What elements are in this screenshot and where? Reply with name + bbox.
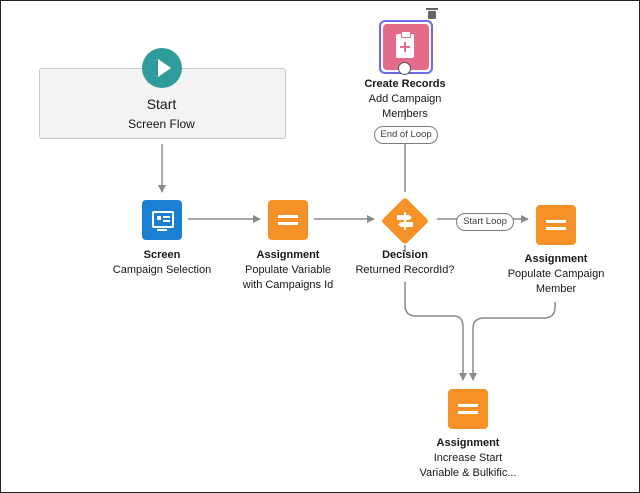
create-records-type: Create Records bbox=[364, 78, 446, 90]
create-records-line1: Add Campaign bbox=[368, 93, 442, 105]
screen-icon[interactable] bbox=[142, 200, 182, 240]
create-records-label: Create Records Add Campaign Members bbox=[345, 77, 465, 122]
screen-node-type: Screen bbox=[143, 249, 181, 261]
screen-node-name: Campaign Selection bbox=[112, 264, 212, 276]
assignment-1-label: Assignment Populate Variable with Campai… bbox=[222, 248, 354, 293]
decision-name: Returned RecordId? bbox=[355, 264, 455, 276]
start-subtitle: Screen Flow bbox=[128, 117, 195, 131]
assignment-3-line2: Variable & Bulkific... bbox=[419, 467, 517, 479]
screen-node-label: Screen Campaign Selection bbox=[102, 248, 222, 278]
create-records-node[interactable] bbox=[379, 20, 433, 74]
decision-glyph-icon bbox=[397, 212, 413, 230]
assignment-3-type: Assignment bbox=[436, 437, 500, 449]
assignment-icon[interactable] bbox=[448, 389, 488, 429]
assignment-icon[interactable] bbox=[268, 200, 308, 240]
start-title: Start bbox=[146, 96, 177, 112]
trash-icon[interactable] bbox=[426, 8, 438, 19]
connector-handle-icon[interactable] bbox=[398, 62, 411, 75]
connector-decision-to-assignment-3[interactable] bbox=[404, 282, 467, 381]
assignment-icon[interactable] bbox=[536, 205, 576, 245]
assignment-3-line1: Increase Start bbox=[433, 452, 503, 464]
assignment-2-type: Assignment bbox=[524, 253, 588, 265]
end-of-loop-label[interactable]: End of Loop bbox=[374, 126, 438, 144]
decision-node[interactable] bbox=[380, 196, 430, 246]
assignment-2-line2: Member bbox=[535, 283, 577, 295]
connector-assignment-2-to-assignment-3[interactable] bbox=[469, 302, 556, 381]
assignment-2-line1: Populate Campaign bbox=[507, 268, 605, 280]
create-records-line2: Members bbox=[382, 108, 428, 120]
assignment-1-line1: Populate Variable bbox=[244, 264, 332, 276]
start-loop-label[interactable]: Start Loop bbox=[456, 213, 514, 231]
assignment-1-type: Assignment bbox=[256, 249, 320, 261]
assignment-1-line2: with Campaigns Id bbox=[242, 279, 334, 291]
assignment-2-label: Assignment Populate Campaign Member bbox=[496, 252, 616, 297]
decision-type: Decision bbox=[382, 249, 428, 261]
decision-label: Decision Returned RecordId? bbox=[342, 248, 468, 278]
create-records-icon bbox=[383, 24, 429, 70]
play-icon bbox=[142, 48, 182, 88]
assignment-3-label: Assignment Increase Start Variable & Bul… bbox=[403, 436, 533, 481]
